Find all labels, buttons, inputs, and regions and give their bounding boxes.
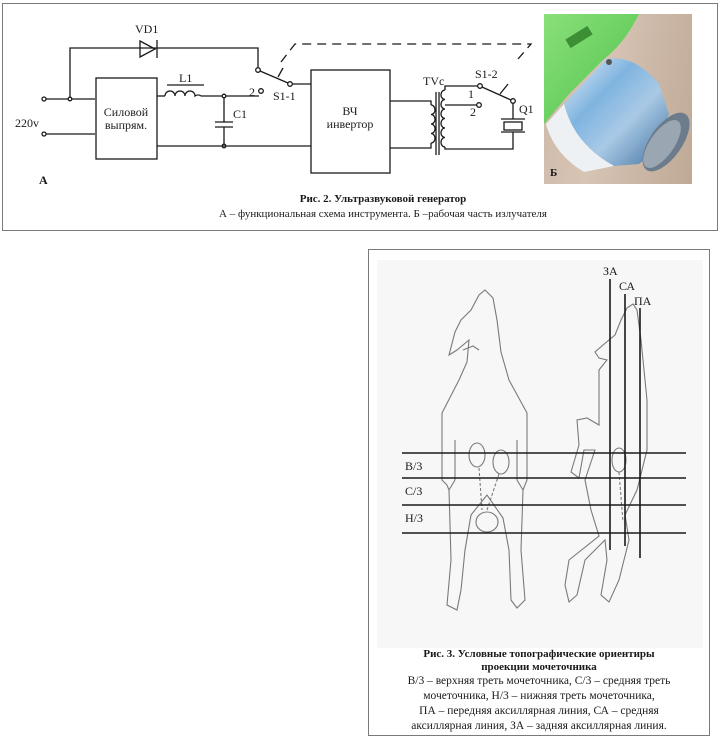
screw bbox=[606, 59, 612, 65]
junction bbox=[221, 93, 227, 99]
rectifier-block bbox=[95, 77, 158, 160]
housing-vent bbox=[565, 25, 593, 49]
input-terminal-2 bbox=[41, 131, 47, 137]
figure-3-caption: Рис. 3. Условные топографические ориенти… bbox=[369, 648, 709, 734]
dog-front-mouth bbox=[462, 345, 480, 351]
dog-side-outline bbox=[564, 303, 648, 604]
switch-contact bbox=[476, 102, 482, 108]
bladder bbox=[475, 511, 499, 533]
figure-3-caption-line-2: мочеточника, Н/3 – нижняя треть мочеточн… bbox=[423, 690, 655, 702]
label-rectifier-2: выпрям. bbox=[105, 118, 147, 132]
emitter-crystal-icon bbox=[503, 121, 523, 131]
kidney-left bbox=[468, 442, 486, 468]
figure-2-caption-title: Рис. 2. Ультразвуковой генератор bbox=[299, 193, 467, 205]
axillary-label: ПА bbox=[634, 294, 652, 308]
wire bbox=[444, 132, 514, 150]
wire bbox=[444, 85, 478, 90]
label-inverter-2: инвертор bbox=[327, 117, 374, 131]
circuit-diagram: VD1 L1 C1 2 S1-1 220v Силовой выпрям. ВЧ… bbox=[15, 22, 534, 187]
label-c1: C1 bbox=[233, 107, 247, 121]
figure-3-caption-line-3: ПА – передняя аксиллярная линия, СА – ср… bbox=[419, 705, 659, 717]
label-s1-2-pos1: 1 bbox=[468, 87, 474, 101]
figure-3-caption-title-1: Рис. 3. Условные топографические ориенти… bbox=[423, 648, 655, 660]
label-l1: L1 bbox=[179, 71, 192, 85]
figure-3-caption-title-2: проекции мочеточника bbox=[481, 661, 597, 673]
figure-2-caption-text: А – функциональная схема инструмента. Б … bbox=[219, 208, 547, 220]
figure-3-caption-line-4: аксиллярная линия, ЗА – задняя аксиллярн… bbox=[411, 720, 667, 732]
label-tvc: TVc bbox=[423, 74, 444, 88]
background-shade bbox=[377, 260, 703, 648]
switch-lever bbox=[259, 70, 289, 84]
inverter-block bbox=[310, 69, 391, 174]
figure-3-caption-line-1: В/3 – верхняя треть мочеточника, С/3 – с… bbox=[407, 675, 671, 687]
switch-contact bbox=[477, 83, 483, 89]
axillary-label: СА bbox=[619, 279, 635, 293]
level-label: В/3 bbox=[405, 459, 422, 473]
label-220v: 220v bbox=[15, 116, 39, 130]
kidney-right bbox=[492, 449, 510, 475]
label-panel-b: Б bbox=[550, 167, 557, 179]
input-terminal-1 bbox=[41, 96, 47, 102]
level-label: С/3 bbox=[405, 484, 422, 498]
label-panel-a: А bbox=[39, 173, 48, 187]
level-label: Н/3 bbox=[405, 511, 423, 525]
ureter-left bbox=[478, 467, 483, 511]
switch-contact bbox=[258, 88, 264, 94]
label-q1: Q1 bbox=[519, 102, 534, 116]
switch-lever bbox=[481, 86, 512, 101]
inductor-icon bbox=[164, 90, 202, 98]
axillary-lines bbox=[609, 279, 641, 558]
label-s1-1: S1-1 bbox=[273, 89, 296, 103]
ureter-right bbox=[486, 473, 500, 511]
label-vd1: VD1 bbox=[135, 22, 158, 36]
figure-2-panel: VD1 L1 C1 2 S1-1 220v Силовой выпрям. ВЧ… bbox=[2, 3, 718, 231]
label-s1-1-pos2: 2 bbox=[249, 85, 255, 99]
mechanical-link bbox=[280, 43, 533, 63]
link-tick bbox=[499, 83, 509, 95]
label-rectifier-1: Силовой bbox=[104, 105, 149, 119]
switch-contact bbox=[287, 81, 293, 87]
switch-contact bbox=[510, 98, 516, 104]
metal-cone bbox=[564, 58, 669, 166]
axillary-label: ЗА bbox=[603, 264, 618, 278]
emitter-illustration: Б bbox=[544, 14, 690, 179]
link-tick bbox=[277, 67, 284, 78]
level-lines bbox=[402, 452, 686, 534]
emitter-photo: Б bbox=[544, 14, 692, 184]
label-s1-2: S1-2 bbox=[475, 67, 498, 81]
label-s1-2-pos2: 2 bbox=[470, 105, 476, 119]
label-inverter-1: ВЧ bbox=[342, 104, 357, 118]
wire bbox=[390, 143, 432, 149]
wire bbox=[69, 47, 259, 97]
junction bbox=[67, 96, 73, 102]
transformer-primary bbox=[430, 104, 436, 144]
ureter-side bbox=[618, 471, 624, 523]
emitter-face bbox=[643, 120, 681, 168]
metal-ring bbox=[546, 104, 614, 172]
switch-contact bbox=[255, 67, 261, 73]
transformer-secondary bbox=[440, 89, 446, 148]
wire bbox=[390, 100, 432, 105]
diode-icon bbox=[139, 39, 157, 59]
dog-side-view bbox=[564, 303, 648, 604]
